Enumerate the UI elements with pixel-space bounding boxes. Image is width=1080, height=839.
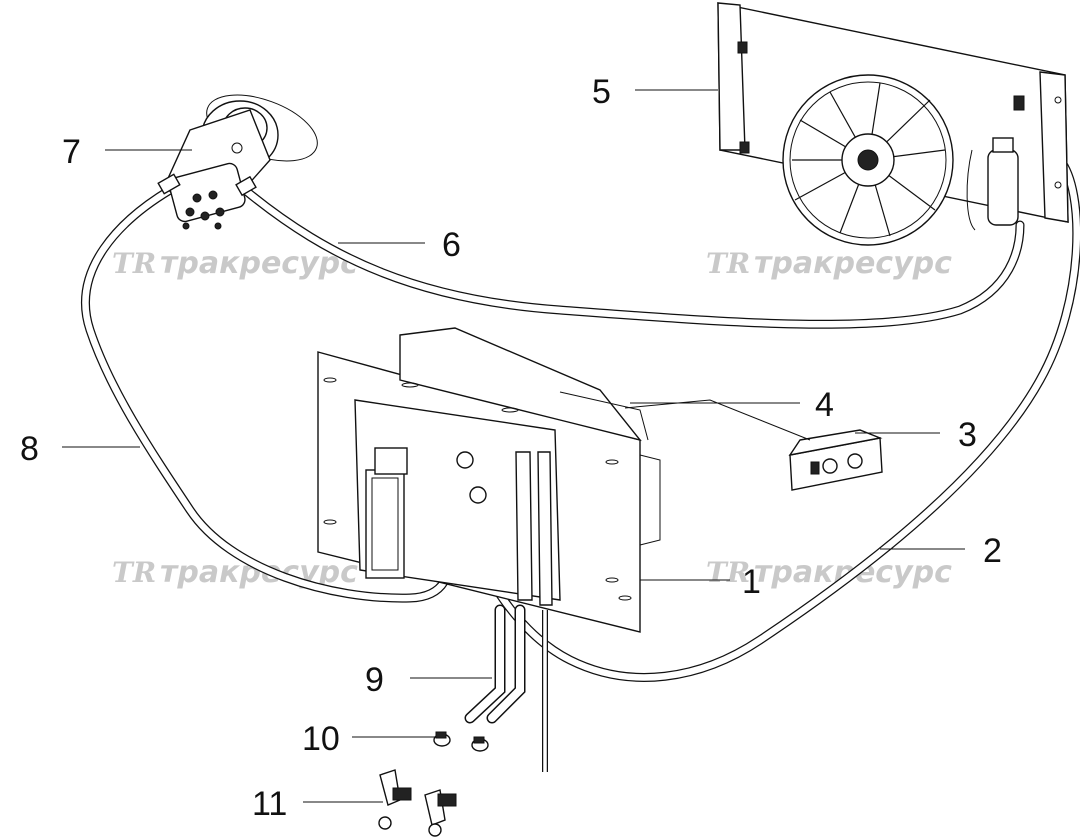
callout-10: 10 — [302, 720, 340, 758]
watermark-logo: TR — [706, 556, 750, 589]
condenser — [717, 2, 1069, 246]
callout-1: 1 — [742, 563, 761, 601]
compressor — [157, 94, 318, 230]
control-panel — [788, 429, 883, 491]
callout-2: 2 — [983, 532, 1002, 570]
drain-valves — [378, 769, 457, 837]
wire-4 — [624, 399, 811, 441]
callout-7: 7 — [62, 133, 81, 171]
hose-8 — [81, 185, 457, 603]
callout-5: 5 — [592, 73, 611, 111]
hose-6 — [240, 185, 1025, 329]
watermark-text: тракресурс — [160, 555, 358, 590]
evaporator-unit — [317, 327, 661, 633]
callout-11: 11 — [252, 785, 287, 823]
callout-6: 6 — [442, 226, 461, 264]
watermark-logo: TR — [112, 556, 156, 589]
watermark-logo: TR — [706, 247, 750, 280]
watermark-top-right: TR тракресурс — [706, 246, 952, 281]
hose-2 — [465, 155, 1080, 682]
watermark-text: тракресурс — [160, 246, 358, 281]
callout-4: 4 — [815, 386, 834, 424]
callout-3: 3 — [958, 416, 977, 454]
hose-clamps — [433, 731, 489, 752]
callout-8: 8 — [20, 430, 39, 468]
drain-tubes — [464, 604, 548, 772]
watermark-logo: TR — [112, 247, 156, 280]
watermark-top-left: TR тракресурс — [112, 246, 358, 281]
callout-9: 9 — [365, 661, 384, 699]
watermark-bottom-left: TR тракресурс — [112, 555, 358, 590]
watermark-text: тракресурс — [754, 246, 952, 281]
